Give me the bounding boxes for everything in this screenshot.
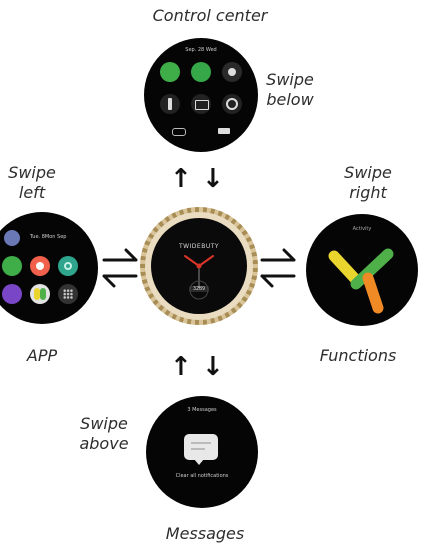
messages-label: Messages <box>165 524 245 543</box>
arrow-up-bottom: ↑ <box>170 352 192 382</box>
brightness-icon[interactable] <box>222 62 242 82</box>
battery-icon <box>218 128 230 134</box>
card-icon[interactable] <box>191 94 211 114</box>
swipe-right-line1: Swipe <box>344 163 392 182</box>
arrow-down-top: ↓ <box>202 164 224 194</box>
swipe-right-line2: right <box>349 183 387 202</box>
watch-hands <box>184 255 214 300</box>
messages-screen[interactable]: 3 Messages Clear all notifications <box>146 396 258 508</box>
chat-bubble-icon <box>184 434 218 465</box>
swipe-left-line2: left <box>18 183 46 202</box>
app-header: Tue. 8Mon Sep <box>30 234 67 240</box>
health-app-icon[interactable] <box>2 284 22 304</box>
double-arrow-left <box>102 248 138 288</box>
messages-bottom-text[interactable]: Clear all notifications <box>175 473 229 479</box>
sports-app-icon[interactable] <box>30 256 50 276</box>
swipe-left-label: Swipe left <box>4 163 60 203</box>
link-icon[interactable] <box>172 128 186 136</box>
grid-app-icon[interactable] <box>58 284 78 304</box>
swipe-left-line1: Swipe <box>8 163 56 182</box>
arrow-down-bottom: ↓ <box>202 352 224 382</box>
swipe-below-line1: Swipe <box>266 70 314 89</box>
watch-face-screen[interactable]: TWIDEBUTY 3289 <box>151 218 247 314</box>
control-center-screen[interactable]: Sep. 28 Wed <box>144 38 258 152</box>
functions-label: Functions <box>319 346 397 365</box>
arrow-up-top: ↑ <box>170 164 192 194</box>
double-arrow-right <box>260 248 296 288</box>
control-center-date: Sep. 28 Wed <box>185 47 217 53</box>
flashlight-icon[interactable] <box>160 94 180 114</box>
watch-counter: 3289 <box>189 286 209 292</box>
functions-header: Activity <box>352 226 372 232</box>
app-screen[interactable]: Tue. 8Mon Sep <box>0 212 98 324</box>
fitness-app-icon[interactable] <box>30 284 50 304</box>
watch-brand: TWIDEBUTY <box>178 243 220 250</box>
settings-icon[interactable] <box>222 94 242 114</box>
weather-app-icon[interactable] <box>58 256 78 276</box>
swipe-below-line2: below <box>266 90 314 109</box>
swipe-below-label: Swipe below <box>258 70 322 110</box>
activity-rings-icon <box>328 248 394 314</box>
avatar-app-icon[interactable] <box>4 230 20 246</box>
functions-screen[interactable]: Activity <box>306 214 418 326</box>
swipe-above-line1: Swipe <box>80 414 128 433</box>
phone-icon[interactable] <box>160 62 180 82</box>
swipe-above-line2: above <box>79 434 129 453</box>
phone-app-icon[interactable] <box>2 256 22 276</box>
app-label: APP <box>26 346 58 365</box>
swipe-above-label: Swipe above <box>72 414 136 454</box>
control-center-label: Control center <box>152 6 268 25</box>
messages-top-text: 3 Messages <box>187 407 217 413</box>
watch-bezel: TWIDEBUTY 3289 <box>140 207 258 325</box>
swipe-right-label: Swipe right <box>336 163 400 203</box>
music-icon[interactable] <box>191 62 211 82</box>
